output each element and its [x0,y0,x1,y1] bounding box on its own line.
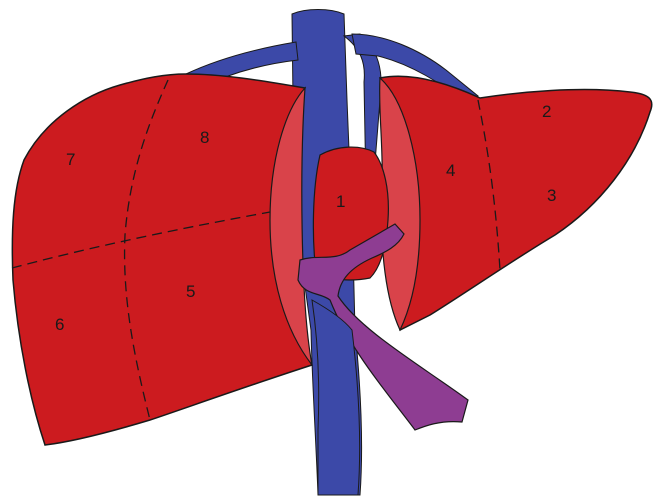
segment-label-8: 8 [200,128,209,147]
segment-label-3: 3 [547,186,556,205]
right-lobe [12,74,312,445]
segment-label-5: 5 [186,282,195,301]
segment-label-4: 4 [446,161,455,180]
left-lobe [380,76,652,330]
segment-label-1: 1 [336,192,345,211]
segment-label-7: 7 [66,150,75,169]
segment-label-6: 6 [55,315,64,334]
segment-label-2: 2 [542,102,551,121]
